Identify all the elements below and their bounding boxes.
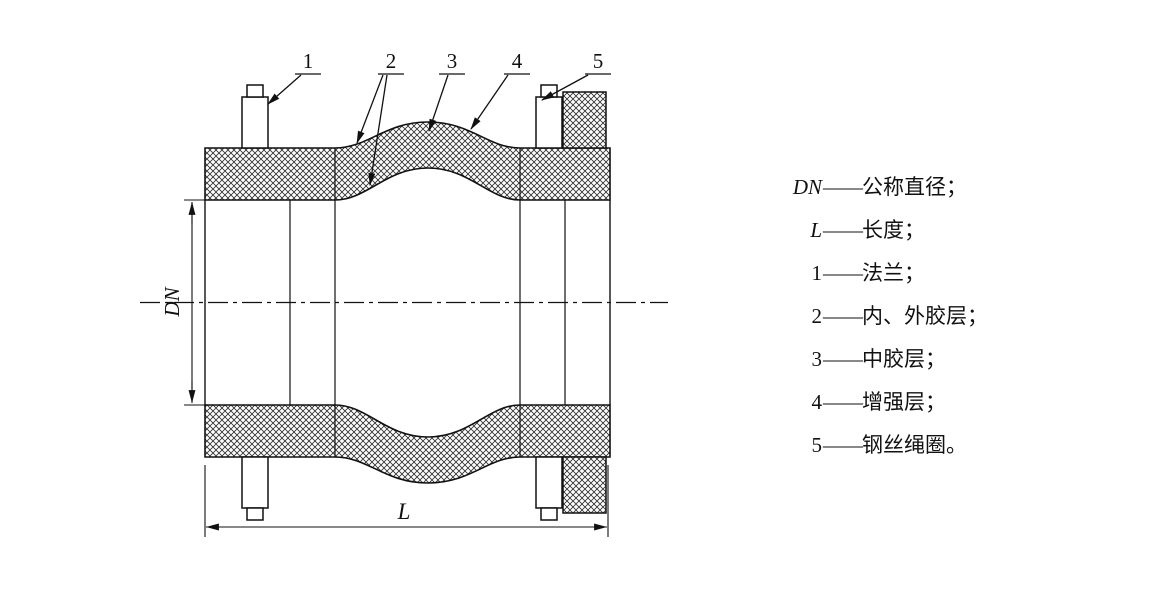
legend-definition: 内、外胶层； [862,304,988,328]
legend-row-2: 2 —— 内、外胶层； [776,295,989,338]
legend-row-4: 4 —— 增强层； [776,381,988,424]
flange-tab-top-right [535,84,563,149]
legend-definition: 法兰； [862,261,925,285]
callout-5: 5 [541,49,611,101]
legend-term: 2 [811,304,823,328]
legend-dash: —— [823,261,863,285]
legend-row-1: 1 —— 法兰； [776,252,988,295]
callout-2: 2 [356,49,404,187]
callout-1-number: 1 [303,49,314,73]
steel-wire-ring-top [562,91,607,149]
legend-row-dn: DN —— 公称直径； [776,166,988,209]
legend-definition: 公称直径； [862,175,967,199]
leader-line [541,74,589,101]
legend-definition: 长度； [862,218,925,242]
l-dimension-label: L [397,499,411,524]
flange-bolt-cap [540,84,558,98]
flange-plate [241,456,269,509]
legend-term: DN [792,175,822,199]
callout-3-number: 3 [447,49,458,73]
flange-tab-top-left [241,84,269,149]
leader-line [428,74,449,133]
legend-term: 4 [811,390,823,414]
joint-cross-section-svg: DN L 1 2 [140,49,668,537]
callout-4: 4 [470,49,530,130]
legend: DN —— 公称直径； L —— 长度； 1 —— 法兰； 2 —— 内、外胶层… [776,166,988,467]
flange-bolt-cap [246,84,264,98]
callout-2-number: 2 [386,49,397,73]
leader-line [368,74,388,187]
flange-plate [535,96,563,149]
legend-dash: —— [823,218,863,242]
callout-4-number: 4 [512,49,523,73]
l-dimension: L [204,465,609,537]
legend-term: L [810,218,822,242]
legend-dash: —— [823,433,863,457]
leader-line [470,74,509,130]
legend-row-3: 3 —— 中胶层； [776,338,988,381]
callout-3: 3 [428,49,465,133]
legend-definition: 钢丝绳圈。 [862,433,967,457]
dn-dimension: DN [160,199,206,406]
rubber-joint-diagram: DN L 1 2 [140,49,668,537]
steel-wire-ring-bottom [562,456,607,514]
legend-term: 1 [811,261,823,285]
callout-5-number: 5 [593,49,604,73]
legend-term: 5 [811,433,823,457]
legend-dash: —— [823,347,863,371]
legend-term: 3 [811,347,823,371]
flange-bolt-cap [540,507,558,521]
legend-definition: 中胶层； [862,347,946,371]
callout-1: 1 [267,49,321,105]
flange-tab-bottom-left [241,456,269,521]
flange-tab-bottom-right [535,456,563,521]
leader-line [267,74,302,105]
dn-dimension-label: DN [160,286,184,317]
legend-definition: 增强层； [862,390,946,414]
legend-row-5: 5 —— 钢丝绳圈。 [776,424,988,467]
flange-bolt-cap [246,507,264,521]
flange-plate [241,96,269,149]
flange-plate [535,456,563,509]
legend-dash: —— [823,175,863,199]
legend-dash: —— [823,304,863,328]
legend-dash: —— [823,390,863,414]
legend-row-l: L —— 长度； [776,209,988,252]
leader-line [356,74,384,145]
